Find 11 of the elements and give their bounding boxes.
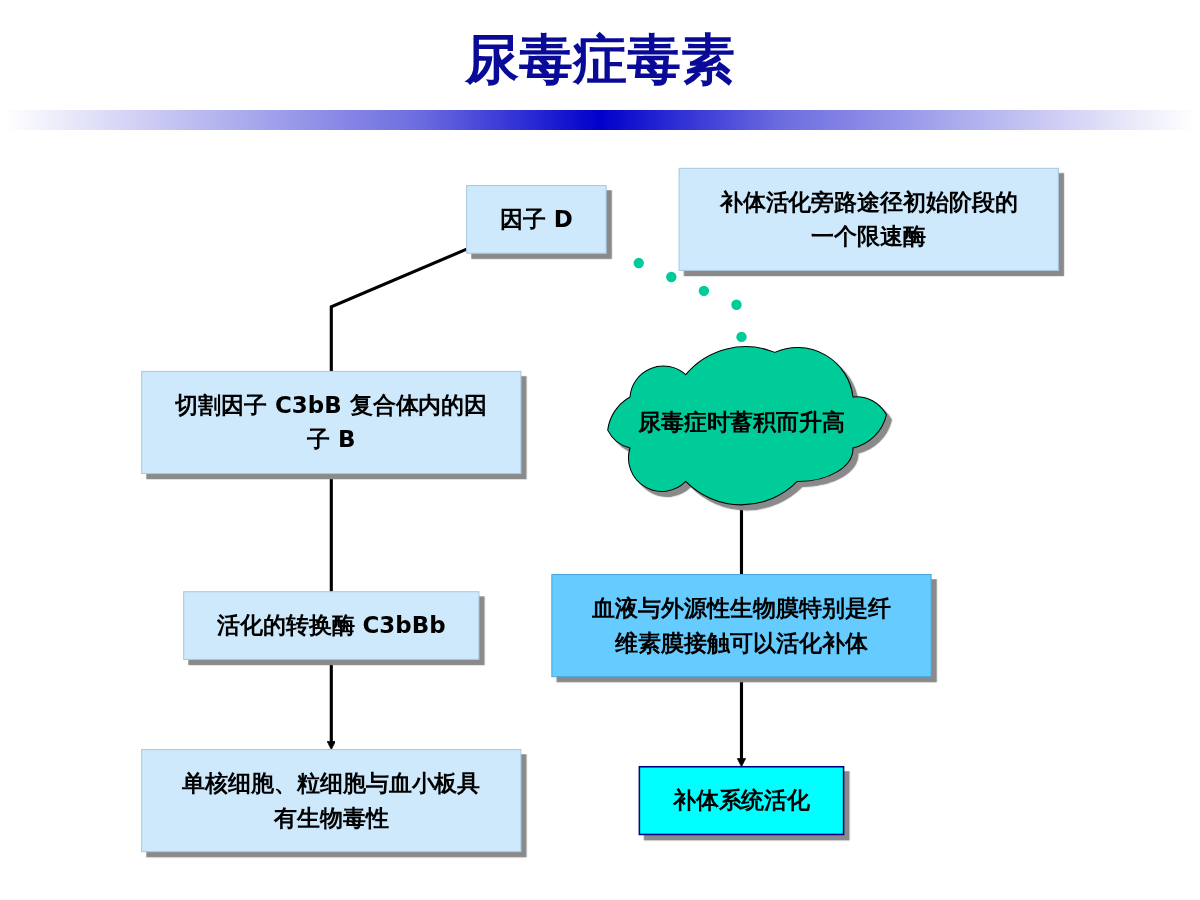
node-box: 血液与外源性生物膜特别是纤维素膜接触可以活化补体 bbox=[551, 574, 932, 678]
node-box: 活化的转换酶 C3bBb bbox=[183, 591, 480, 660]
node-box: 因子 D bbox=[466, 185, 607, 254]
arrow bbox=[736, 676, 747, 768]
node-box: 补体活化旁路途径初始阶段的一个限速酶 bbox=[678, 167, 1059, 271]
title: 尿毒症毒素 bbox=[465, 28, 735, 93]
connector bbox=[329, 473, 333, 592]
node-box: 切割因子 C3bB 复合体内的因子 B bbox=[141, 370, 522, 475]
node-box: 补体系统活化 bbox=[638, 765, 845, 836]
arrow bbox=[326, 659, 336, 750]
node-box: 单核细胞、粒细胞与血小板具有生物毒性 bbox=[141, 749, 522, 853]
